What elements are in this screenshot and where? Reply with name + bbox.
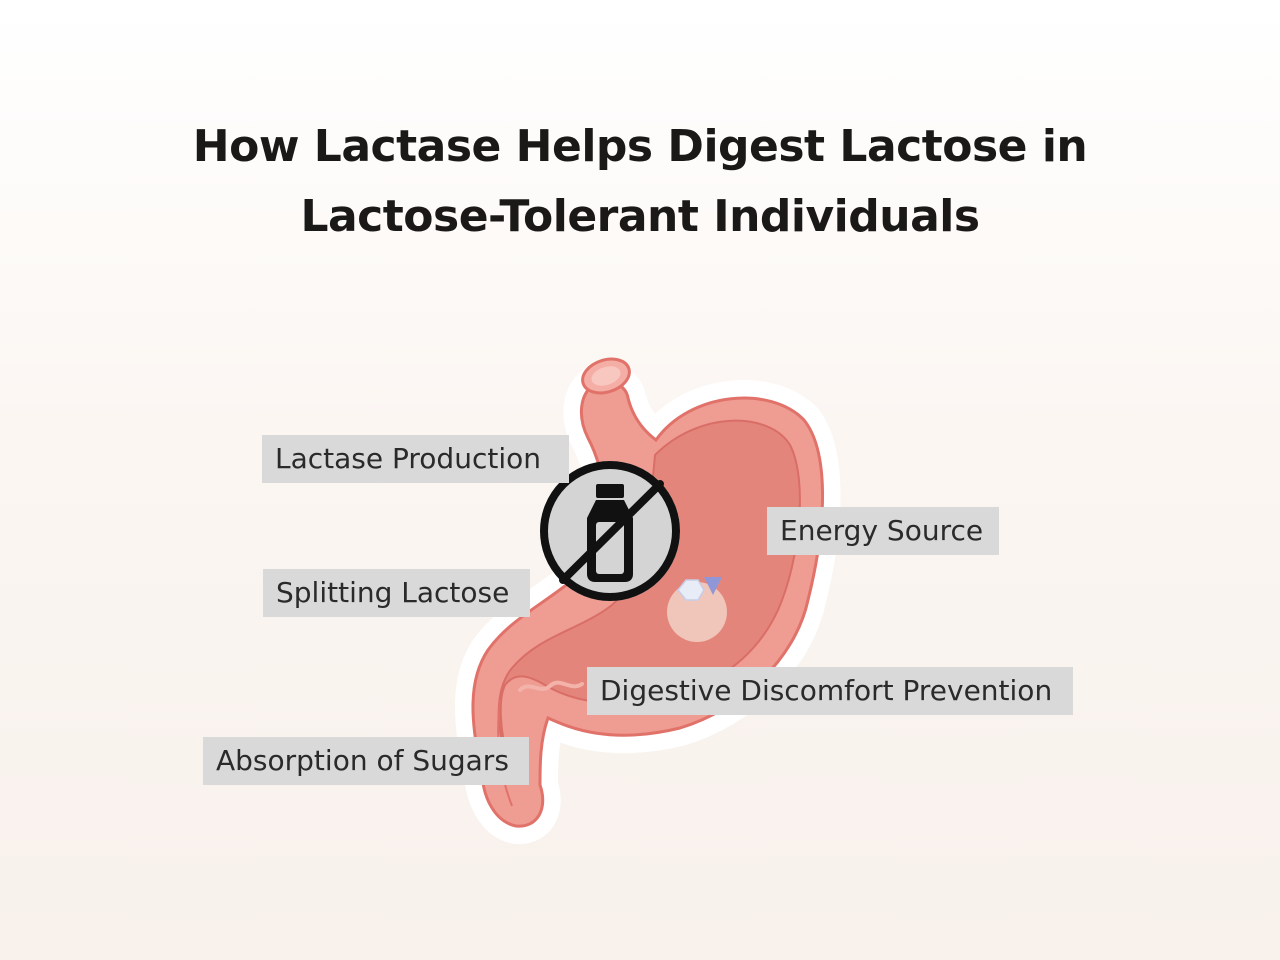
label-absorption-of-sugars: Absorption of Sugars (203, 737, 529, 785)
stomach-icon (455, 357, 841, 845)
lactase-production-text: Lactase Production (275, 442, 541, 475)
absorption-of-sugars-text: Absorption of Sugars (216, 744, 509, 777)
splitting-lactose-text: Splitting Lactose (276, 576, 510, 609)
label-lactase-production: Lactase Production (262, 435, 569, 483)
digestive-discomfort-prevention-text: Digestive Discomfort Prevention (600, 674, 1053, 707)
title-line-2: Lactose-Tolerant Individuals (300, 191, 980, 242)
energy-source-text: Energy Source (780, 514, 984, 547)
sugar-molecule-icon (667, 577, 727, 642)
title-line-1: How Lactase Helps Digest Lactose in (192, 121, 1088, 172)
page-title: How Lactase Helps Digest Lactose in Lact… (0, 112, 1280, 252)
label-energy-source: Energy Source (767, 507, 999, 555)
label-splitting-lactose: Splitting Lactose (263, 569, 530, 617)
no-milk-icon (540, 461, 680, 601)
label-digestive-discomfort-prevention: Digestive Discomfort Prevention (587, 667, 1073, 715)
